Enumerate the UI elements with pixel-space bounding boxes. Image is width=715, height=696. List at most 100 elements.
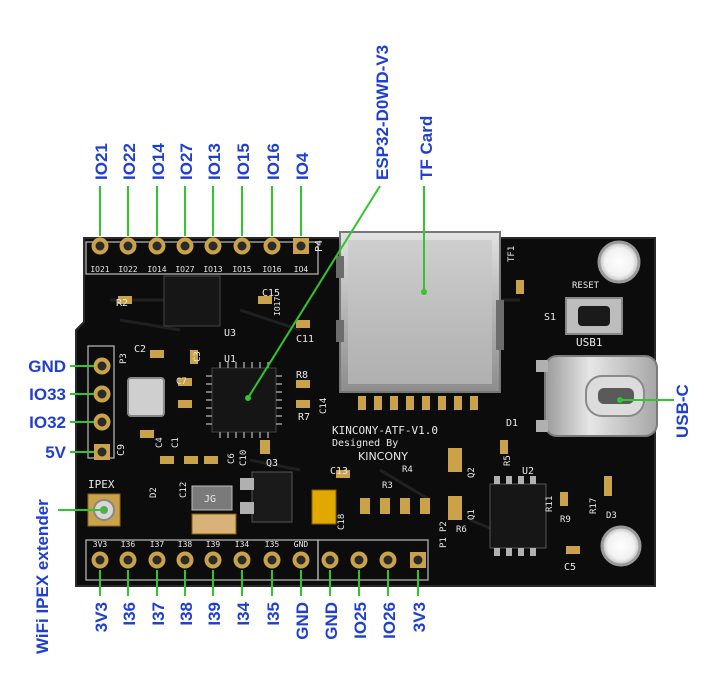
silk-s1: S1 — [544, 312, 556, 323]
bottom-pin-silk-label: GND — [294, 540, 309, 549]
bottom-pin-silk-label: I37 — [150, 540, 165, 549]
top-pin-label: IO21 — [92, 143, 111, 180]
silk-ref: U1 — [224, 354, 236, 365]
silk-ref: C18 — [337, 514, 347, 530]
top-pin-label: IO16 — [264, 143, 283, 180]
tf-card-slot — [336, 231, 504, 410]
esp32-callout-label: ESP32-D0WD-V3 — [373, 45, 392, 180]
silk-ref: R3 — [382, 481, 393, 491]
silk-ref: C1 — [171, 437, 181, 448]
silk-ref: U3 — [224, 328, 236, 339]
top-pin-silk-label: IO14 — [147, 265, 166, 274]
top-pin-label: IO15 — [234, 143, 253, 180]
crystal — [127, 377, 165, 417]
header-pin — [176, 237, 194, 255]
bottom-pin-label: I37 — [149, 602, 168, 626]
bottom-pin-silk-label: I34 — [235, 540, 250, 549]
top-header-pins — [91, 237, 309, 255]
board-silkscreen: KINCONY-ATF-V1.0 Designed By KINCONY RES… — [88, 240, 617, 573]
bottom-header-pins — [91, 551, 426, 569]
left-pin-label: 5V — [45, 443, 66, 462]
silk-ref: C14 — [319, 398, 329, 414]
silk-ref: P1 — [439, 537, 449, 548]
flash-chip — [163, 275, 221, 327]
top-pin-label: IO14 — [149, 143, 168, 180]
silk-ref: D2 — [149, 487, 159, 498]
silk-ipex: IPEX — [88, 478, 115, 491]
header-pin — [148, 237, 166, 255]
top-pin-silk-label: IO22 — [118, 265, 137, 274]
header-pin — [93, 413, 111, 431]
bottom-pin-silk-label: I35 — [265, 540, 280, 549]
header-pin — [119, 551, 137, 569]
header-pin — [176, 551, 194, 569]
silk-ref: D3 — [606, 511, 617, 521]
left-pin-label: IO33 — [29, 385, 66, 404]
silk-ref: C12 — [179, 482, 189, 498]
silk-ref: U2 — [522, 466, 534, 477]
mounting-hole-top-right — [597, 240, 641, 284]
header-pin — [91, 237, 109, 255]
usb-c-connector — [536, 355, 658, 437]
left-pin-label: IO32 — [29, 413, 66, 432]
bottom-pin-label: 3V3 — [92, 602, 111, 632]
silk-brand: KINCONY — [358, 450, 408, 463]
bottom-pin-silk-label: I38 — [178, 540, 193, 549]
header-pin — [204, 551, 222, 569]
header-pin — [233, 551, 251, 569]
esp32-chip — [206, 362, 282, 438]
bottom-pin-silk-label: I36 — [121, 540, 136, 549]
header-pin — [93, 385, 111, 403]
header-pin — [233, 237, 251, 255]
silk-ref: C15 — [262, 288, 280, 299]
silk-ref: C3 — [193, 351, 203, 362]
silk-ref: R8 — [296, 370, 308, 381]
top-pin-silk-label: IO4 — [294, 265, 309, 274]
bottom-pin-silk-label: I39 — [206, 540, 221, 549]
bottom-pin-label: GND — [322, 602, 341, 640]
silk-reset: RESET — [572, 281, 600, 291]
silk-ref: R11 — [545, 496, 555, 512]
usb-c-leader-dot — [617, 397, 623, 403]
silk-ref: C7 — [176, 377, 187, 387]
silk-ref: Q1 — [467, 509, 477, 520]
silk-ref: IO17 — [273, 297, 282, 316]
bottom-pin-label: 3V3 — [410, 602, 429, 632]
top-pin-silk-label: IO21 — [90, 265, 109, 274]
header-pin — [148, 551, 166, 569]
silk-ref: R17 — [589, 498, 599, 514]
silk-designed-by: Designed By — [332, 438, 398, 449]
silk-ref: C6 — [227, 453, 237, 464]
silk-ref: C5 — [564, 562, 576, 573]
left-header-pins — [93, 357, 111, 460]
silk-ref: R5 — [503, 455, 513, 466]
silk-jg: JG — [204, 494, 216, 505]
tantalum-capacitor-1 — [311, 489, 337, 525]
silk-usb1: USB1 — [576, 336, 603, 349]
top-pin-label: IO22 — [120, 143, 139, 180]
left-pin-label: GND — [28, 357, 66, 376]
bottom-pin-label: IO26 — [380, 602, 399, 639]
top-pin-silk-label: IO16 — [262, 265, 281, 274]
silk-ref: P2 — [439, 521, 449, 532]
header-pin — [379, 551, 397, 569]
silk-references: R2 P4 C15 U3 C11 C2 U1 C3 C7 C4 C9 R8 C1… — [116, 240, 617, 573]
jg-component — [191, 485, 233, 511]
esp32-leader-line — [247, 185, 381, 399]
voltage-regulator — [240, 471, 293, 523]
tantalum-capacitor-2 — [191, 513, 237, 535]
header-pin — [204, 237, 222, 255]
bottom-pin-silk-label: 3V3 — [93, 540, 108, 549]
ipex-callout-label: WiFi IPEX extender — [33, 499, 52, 654]
silk-ref: Q3 — [266, 458, 278, 469]
silk-ref: Q2 — [467, 467, 477, 478]
tf-card-leader-dot — [421, 289, 427, 295]
top-pin-silk-label: IO15 — [232, 265, 251, 274]
header-pin — [321, 551, 339, 569]
component-callouts: ESP32-D0WD-V3 TF Card USB-C WiFi IPEX ex… — [33, 45, 692, 654]
top-pin-label: IO13 — [205, 143, 224, 180]
u2-chip — [489, 483, 547, 549]
